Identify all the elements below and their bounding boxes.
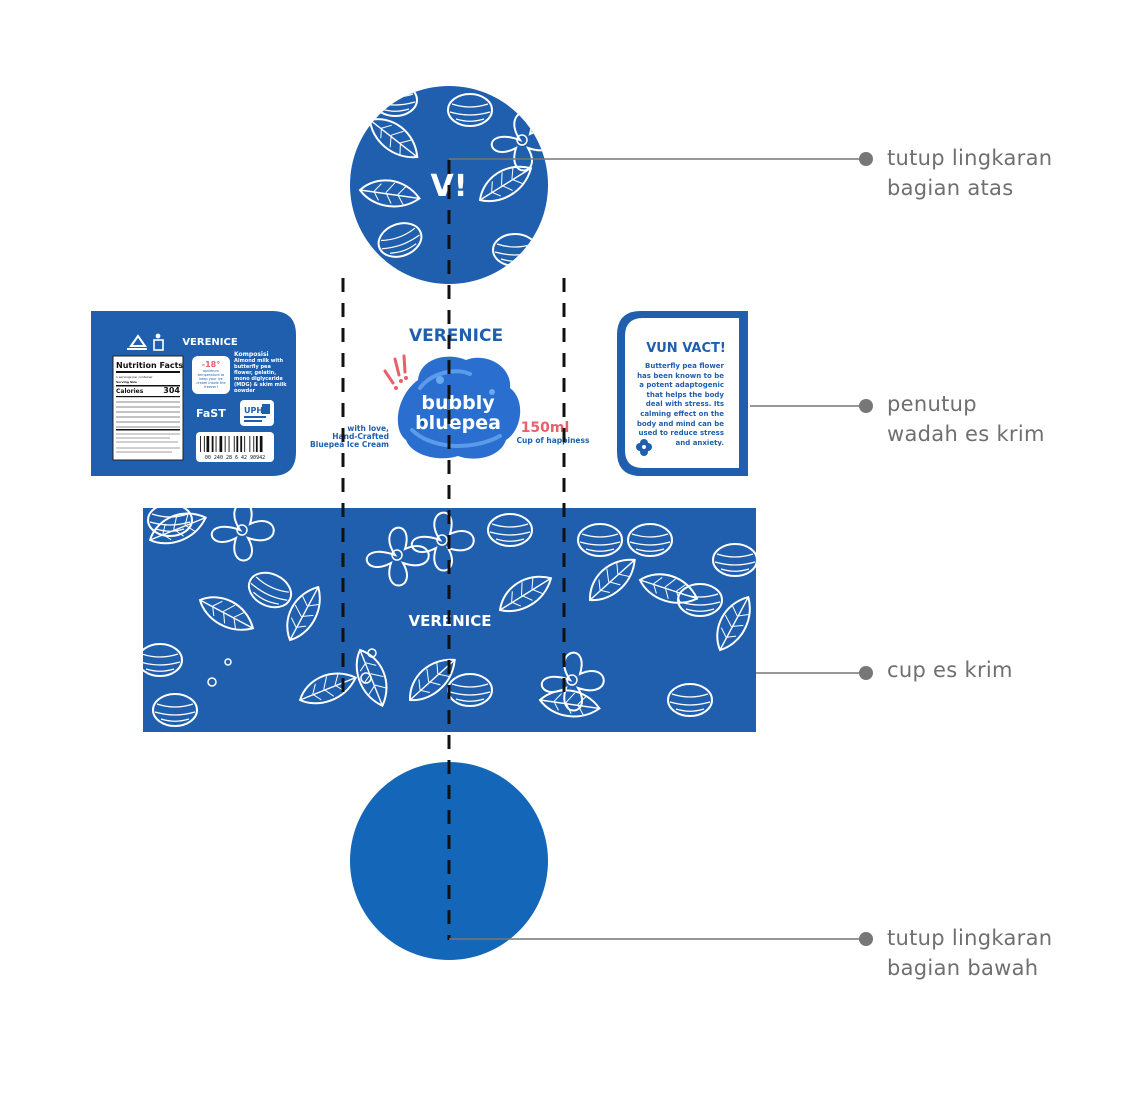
fold-lines: [341, 160, 566, 940]
flower-icon: [636, 439, 652, 456]
fact-body: Butterfly pea flower has been known to b…: [636, 362, 724, 446]
center-left-line1: with love,: [347, 424, 389, 433]
callout-leader-cup: [756, 666, 873, 680]
barcode-bar: [249, 436, 251, 452]
callout-panel: penutup wadah es krim: [887, 389, 1045, 449]
nutrition-facts-box: Nutrition Facts 1 servings per container…: [112, 355, 184, 461]
volume-text: 150ml: [521, 420, 570, 436]
calories-value: 304: [163, 386, 180, 395]
barcode-bar: [228, 436, 230, 452]
callout-top-lid-line2: bagian atas: [887, 176, 1014, 200]
center-left-line2: Hand-Crafted: [332, 432, 389, 441]
barcode-bar: [215, 436, 217, 452]
cup-band-pattern: [143, 508, 756, 727]
callout-bottom-lid: tutup lingkaran bagian bawah: [887, 923, 1052, 983]
temperature-note: optimum temperature to keep your ice cre…: [196, 369, 226, 389]
komposisi-title: Komposisi: [234, 351, 269, 358]
barcode-bar: [253, 436, 255, 452]
temperature-box: -18° optimum temperature to keep your ic…: [192, 356, 230, 394]
barcode-bar: [244, 436, 246, 452]
left-info-panel: VERENICE Nutrition Facts 1 servings per …: [91, 311, 296, 476]
barcode-bar: [224, 436, 226, 452]
komposisi-text: Almond milk with butterfly pea flower, g…: [234, 358, 287, 392]
nutrition-servings: 1 servings per container: [116, 375, 153, 379]
center-left-line3: Bluepea Ice Cream: [310, 440, 389, 449]
uph-logo: UPH: [240, 400, 274, 426]
callout-panel-line2: wadah es krim: [887, 422, 1045, 446]
barcode-bar: [233, 436, 235, 452]
top-lid: V!: [350, 86, 548, 284]
barcode-bar: [236, 436, 239, 452]
barcode-bars: [200, 436, 263, 452]
calories-label: Calories: [116, 388, 144, 395]
callout-top-lid-line1: tutup lingkaran: [887, 146, 1053, 170]
exclamation-marks: [383, 354, 408, 390]
barcode-bar: [200, 436, 201, 452]
tagline-text: Cup of happiness: [517, 436, 590, 445]
nutrition-serving-size: Serving Size: [116, 380, 137, 384]
left-panel-brand: VERENICE: [182, 337, 238, 348]
callout-cup: cup es krim: [887, 655, 1013, 685]
callout-bottom-lid-line1: tutup lingkaran: [887, 926, 1053, 950]
fast-logo: FaST: [196, 407, 226, 420]
ice-cream-scoop: [397, 356, 521, 459]
center-front-label: VERENICE bubbly bluepea with love, Hand-…: [310, 326, 590, 459]
nutrition-title: Nutrition Facts: [116, 361, 183, 370]
callout-top-lid: tutup lingkaran bagian atas: [887, 143, 1052, 203]
barcode-bar: [211, 436, 214, 452]
barcode-bar: [259, 436, 263, 452]
callout-leaders: [449, 152, 873, 946]
callout-bottom-lid-line2: bagian bawah: [887, 956, 1039, 980]
product-name-line2: bluepea: [415, 412, 501, 434]
barcode-bar: [240, 436, 243, 452]
callout-leader-top-lid: [449, 152, 873, 166]
callout-panel-line1: penutup: [887, 392, 977, 416]
barcode-bar: [206, 436, 210, 452]
barcode-bar: [203, 436, 205, 452]
temperature-value: -18°: [202, 360, 220, 369]
right-fact-panel: VUN VACT! Butterfly pea flower has been …: [617, 311, 748, 476]
recycle-icon: [127, 334, 147, 350]
callout-leader-bottom-lid: [449, 932, 873, 946]
callout-cup-line1: cup es krim: [887, 658, 1013, 682]
center-brand: VERENICE: [409, 326, 503, 346]
uph-logo-text: UPH: [244, 406, 263, 415]
fast-logo-text: FaST: [196, 407, 226, 420]
barcode: 00 240 28 6 42 90942: [196, 432, 274, 462]
callout-leader-panel: [750, 399, 873, 413]
product-name-line1: bubbly: [421, 392, 495, 414]
trash-bin-icon: [153, 333, 164, 351]
fact-title: VUN VACT!: [646, 341, 726, 356]
barcode-bar: [255, 436, 258, 452]
barcode-bar: [219, 436, 223, 452]
barcode-number: 00 240 28 6 42 90942: [205, 455, 265, 461]
